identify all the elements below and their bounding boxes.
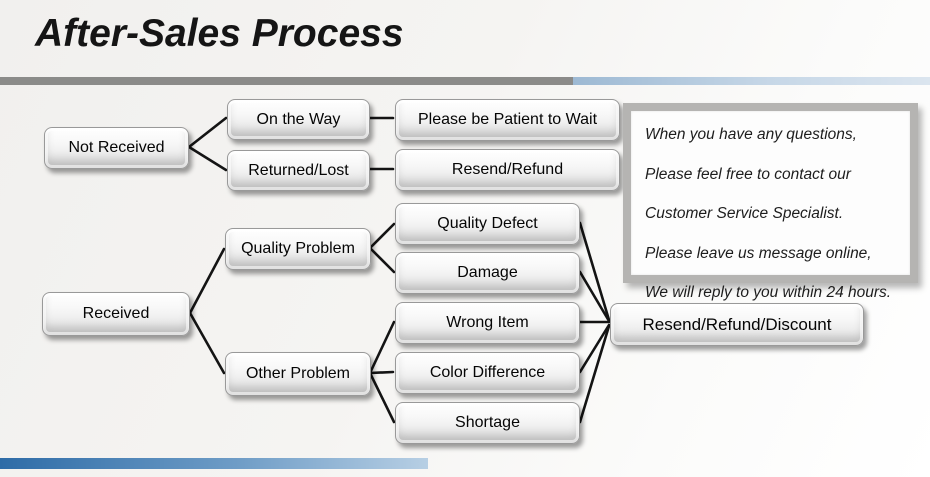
node-damage: Damage [395, 252, 580, 294]
edge-notreceived-ontheway [187, 116, 228, 149]
node-color-difference: Color Difference [395, 352, 580, 394]
node-quality-defect: Quality Defect [395, 203, 580, 245]
edge-received-quality [188, 247, 226, 315]
info-line-2: Please feel free to contact our [645, 165, 851, 183]
node-not-received: Not Received [44, 127, 189, 169]
title-divider [0, 77, 930, 85]
edge-damage-final [578, 270, 611, 323]
edge-colordiff-final [578, 323, 611, 374]
info-line-1: When you have any questions, [645, 126, 857, 143]
page-title: After-Sales Process [35, 12, 404, 55]
edge-quality-defect [368, 222, 396, 250]
edge-other-shortage [368, 371, 396, 424]
node-resend-refund: Resend/Refund [395, 149, 620, 191]
node-received: Received [42, 292, 190, 336]
node-please-be-patient: Please be Patient to Wait [395, 99, 620, 141]
node-quality-problem: Quality Problem [225, 228, 371, 270]
edge-defect-final [578, 221, 611, 322]
node-other-problem: Other Problem [225, 352, 371, 396]
node-resend-refund-discount: Resend/Refund/Discount [610, 303, 864, 346]
customer-service-info-panel: When you have any questions, Please feel… [623, 103, 918, 301]
node-returned-lost: Returned/Lost [227, 150, 370, 191]
edge-notreceived-returned [187, 145, 228, 172]
edge-received-other [188, 311, 226, 375]
node-on-the-way: On the Way [227, 99, 370, 140]
node-shortage: Shortage [395, 402, 580, 444]
bottom-accent-bar [0, 458, 428, 469]
node-wrong-item: Wrong Item [395, 302, 580, 344]
edge-quality-damage [368, 246, 396, 274]
info-line-4: Please leave us message online, [645, 244, 872, 262]
edge-other-colordiff [368, 370, 395, 375]
divider-gray-segment [0, 77, 573, 85]
info-line-5: We will reply to you within 24 hours. [645, 284, 892, 301]
edge-shortage-final [578, 324, 611, 424]
edge-other-wrongitem [368, 320, 396, 375]
divider-blue-segment [573, 77, 930, 85]
info-line-3: Customer Service Specialist. [645, 205, 844, 222]
